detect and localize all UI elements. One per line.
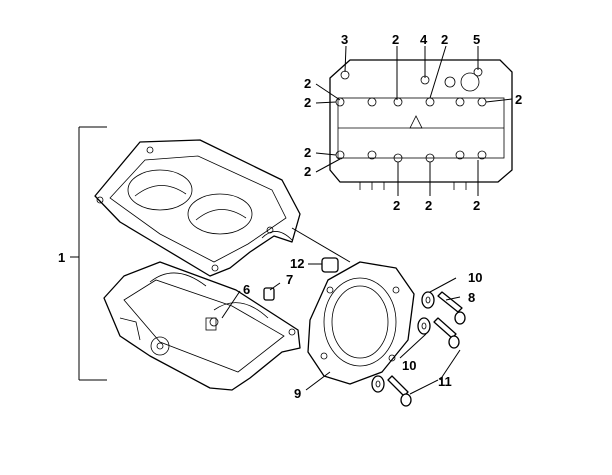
callout-11: 11	[438, 374, 452, 389]
washer-middle	[417, 317, 431, 335]
callout-10-lower: 10	[402, 358, 416, 373]
callout-2-left-d: 2	[304, 164, 311, 179]
assembly-bracket	[70, 126, 107, 381]
upper-crankcase-half	[94, 139, 301, 277]
end-housing	[307, 261, 415, 385]
callout-2-left-c: 2	[304, 145, 311, 160]
callout-2-top-right: 2	[441, 32, 448, 47]
callout-2-left-b: 2	[304, 95, 311, 110]
callout-8: 8	[468, 290, 475, 305]
callout-7: 7	[286, 272, 293, 287]
callout-2-bottom-b: 2	[425, 198, 432, 213]
callout-2-top-left: 2	[392, 32, 399, 47]
bolt-8	[437, 291, 466, 325]
lower-crankcase-half	[103, 261, 301, 391]
callout-2-bottom-a: 2	[393, 198, 400, 213]
callout-10-upper: 10	[468, 270, 482, 285]
bolt-11-upper	[433, 317, 460, 349]
callout-2-bottom-c: 2	[473, 198, 480, 213]
callout-9: 9	[294, 386, 301, 401]
callout-6: 6	[243, 282, 250, 297]
callout-4: 4	[420, 32, 428, 47]
washer-lower	[371, 375, 385, 393]
callout-12: 12	[290, 256, 304, 271]
washer-upper	[421, 291, 435, 309]
callout-3: 3	[341, 32, 348, 47]
callout-5: 5	[473, 32, 480, 47]
dowel-pin	[263, 287, 275, 301]
callout-2-right: 2	[515, 92, 522, 107]
bolt-11-lower	[387, 375, 412, 407]
crankcase-top-view	[329, 59, 513, 190]
leader-lines	[221, 45, 513, 395]
callout-1: 1	[58, 250, 65, 265]
bushing-12	[321, 257, 339, 273]
callout-2-left-a: 2	[304, 76, 311, 91]
